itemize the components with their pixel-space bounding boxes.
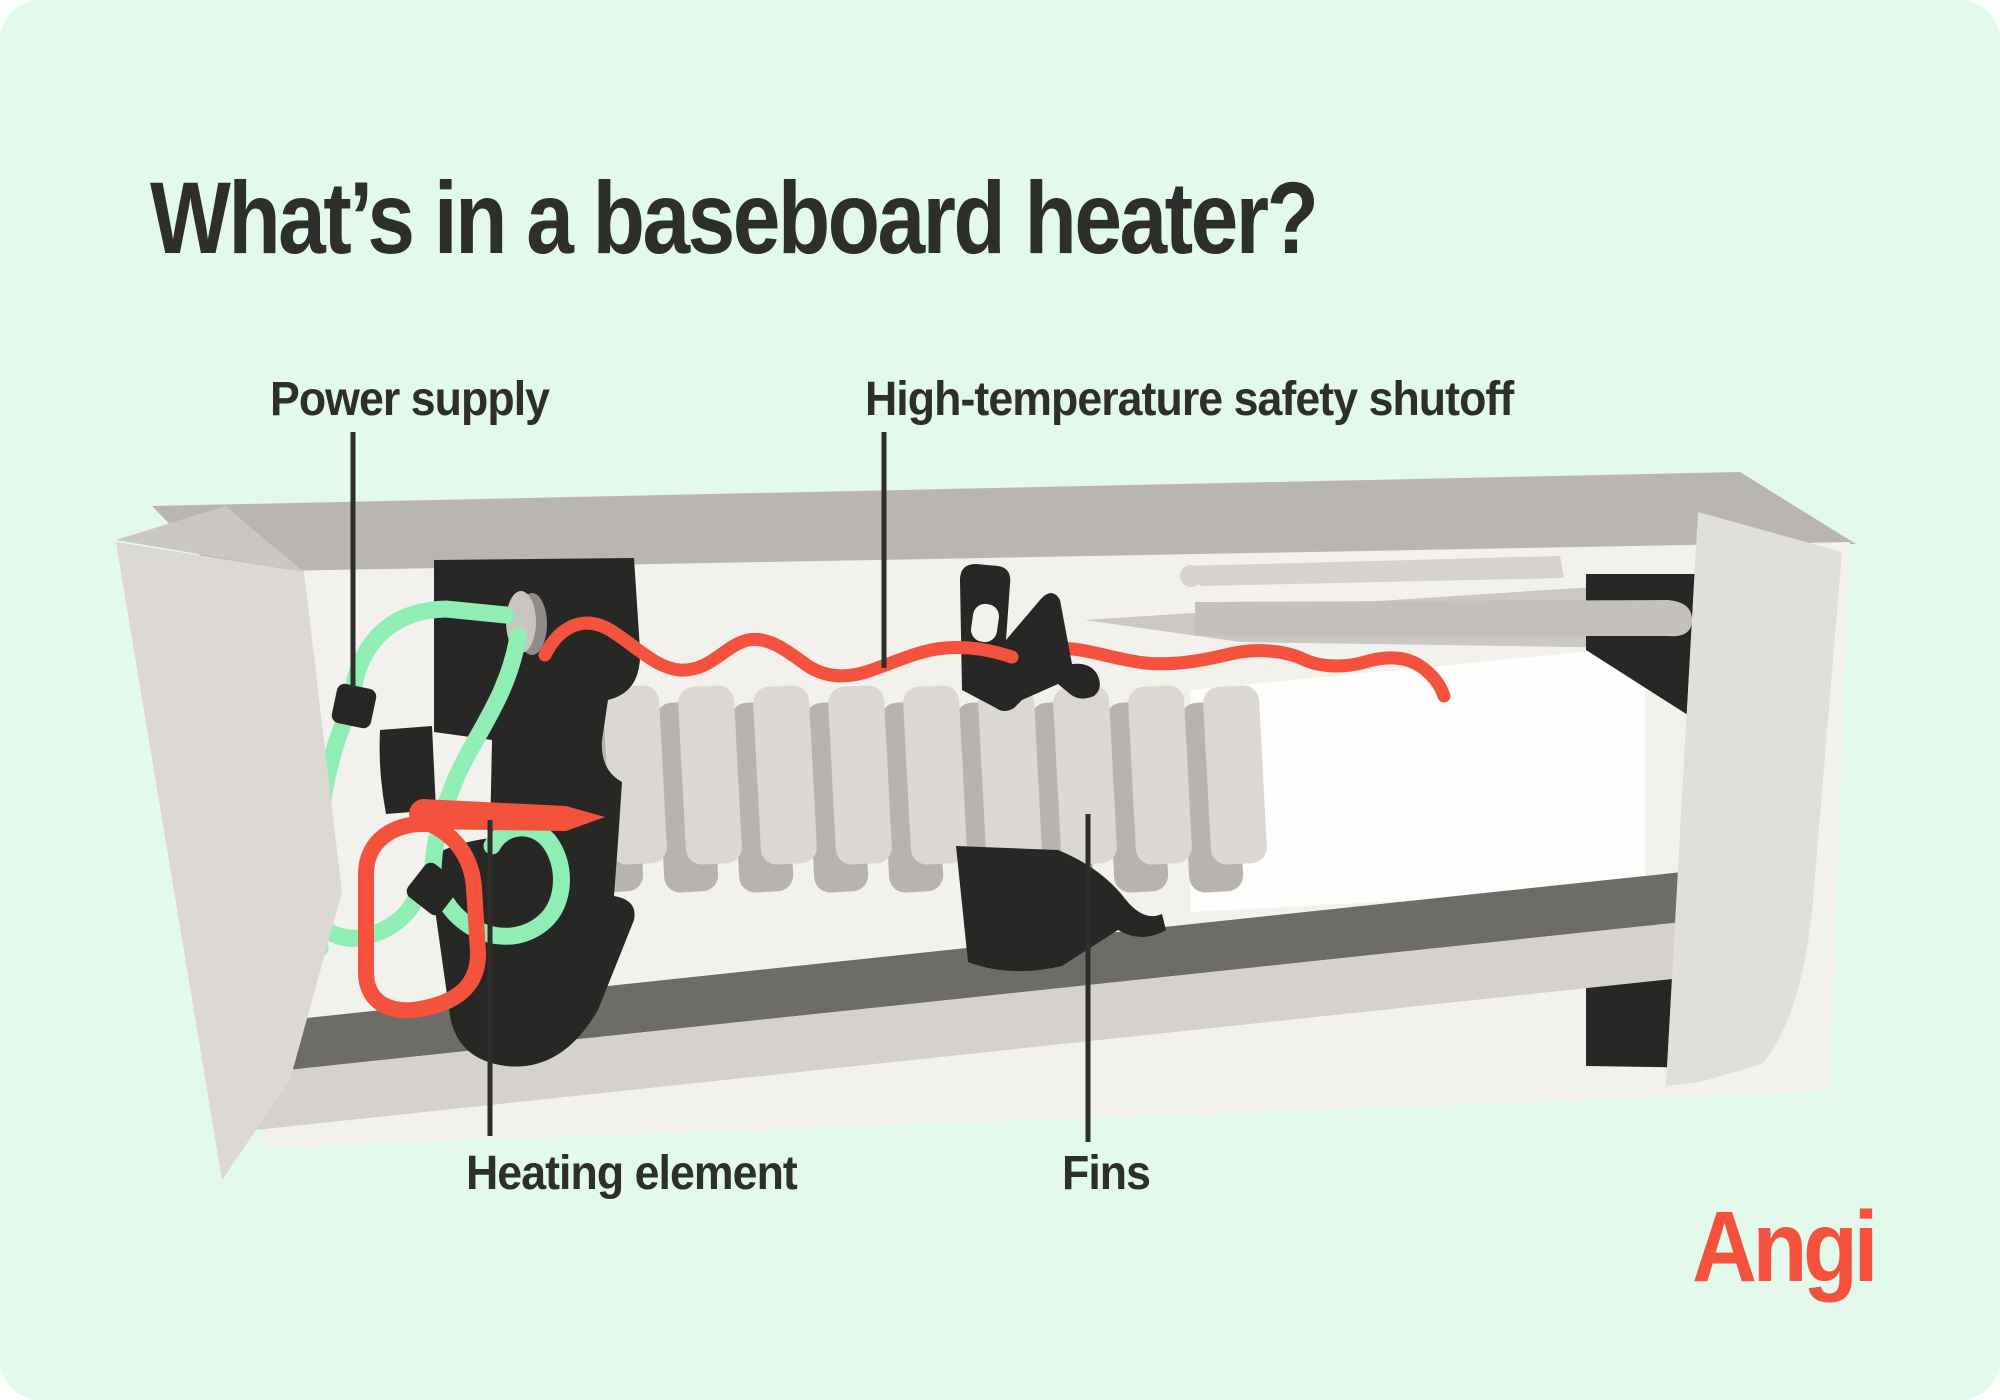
support-rail [1195,600,1692,637]
label-heating-element: Heating element [466,1147,798,1200]
shutoff-wire-right [1001,641,1451,703]
heater-lid [152,472,1856,574]
element-wire-loop [358,815,487,1019]
bottom-channel [250,868,1720,1074]
label-safety-shutoff: High-temperature safety shutoff [865,373,1514,426]
label-fins: Fins [1062,1147,1151,1200]
angi-logo: Angi [1692,1191,1878,1303]
shutoff-bracket-notch [971,603,999,643]
element-mount-plate [379,726,436,814]
shutoff-bracket-foot [956,846,1166,972]
heating-element-bar [422,799,605,831]
wire-connector-lower [406,862,460,916]
reflector-panel [1190,646,1645,912]
front-lip [218,918,1720,1134]
wire-connector-upper [331,683,377,729]
upper-sliver-cap [1180,565,1202,587]
right-end-cap [1666,512,1842,1086]
label-power-supply: Power supply [270,373,550,426]
page-title: What’s in a baseboard heater? [150,161,1319,276]
fins-front-row [603,685,1267,865]
heating-element-end [409,799,439,829]
left-end-cap [116,542,342,1180]
shutoff-wire-left [538,616,1019,683]
left-cap-top-facet [116,506,304,572]
shutoff-bracket [960,564,1100,711]
upper-sliver-bar [1186,556,1564,586]
leader-lines [350,432,1091,1142]
